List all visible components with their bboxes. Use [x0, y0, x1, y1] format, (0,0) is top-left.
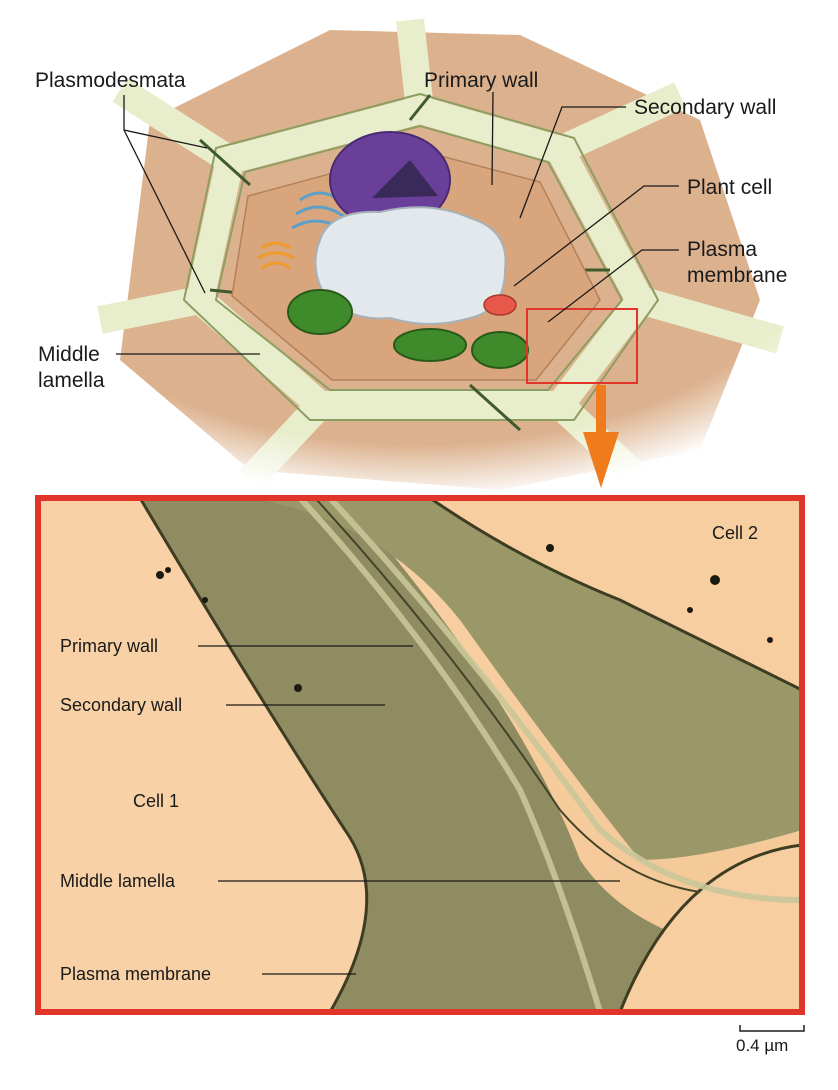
- scale-bar: [739, 1025, 805, 1032]
- micrograph-frame: [35, 495, 805, 1015]
- zoom-arrow: [583, 385, 619, 488]
- label-middle-lamella-line1: Middle: [38, 343, 100, 366]
- scale-bar-label: 0.4 µm: [736, 1036, 789, 1055]
- label-micro-secondary-wall: Secondary wall: [60, 695, 183, 715]
- label-micro-middle-lamella: Middle lamella: [60, 871, 176, 891]
- middle-lamella-line: [314, 498, 701, 893]
- label-middle-lamella-line2: lamella: [38, 369, 105, 392]
- cell-2-region: [430, 498, 802, 690]
- label-plant-cell: Plant cell: [687, 176, 773, 199]
- primary-wall-bands: [297, 498, 802, 1012]
- label-micro-primary-wall: Primary wall: [60, 636, 159, 656]
- wall-layer-boundaries: [138, 498, 802, 1012]
- cell-illustration: [0, 0, 838, 500]
- cell-3-region: [620, 845, 802, 1012]
- illustration-vignette: [0, 0, 838, 500]
- cell-1-region: [38, 498, 367, 1012]
- label-plasmodesmata: Plasmodesmata: [35, 69, 186, 92]
- top-leader-lines: [116, 91, 679, 355]
- debris-specks: [156, 544, 773, 692]
- label-cell-2: Cell 2: [712, 523, 759, 543]
- label-secondary-wall: Secondary wall: [634, 96, 777, 119]
- label-cell-1: Cell 1: [133, 791, 180, 811]
- label-primary-wall: Primary wall: [424, 69, 539, 92]
- label-plasma-membrane-line1: Plasma: [687, 238, 758, 261]
- cell-wall-band: [130, 498, 802, 1012]
- label-micro-plasma-membrane: Plasma membrane: [60, 964, 212, 984]
- micrograph-leader-lines: [198, 645, 620, 975]
- micrograph-panel: [35, 495, 805, 1015]
- label-plasma-membrane-line2: membrane: [687, 264, 788, 287]
- zoom-region-box: [526, 308, 638, 384]
